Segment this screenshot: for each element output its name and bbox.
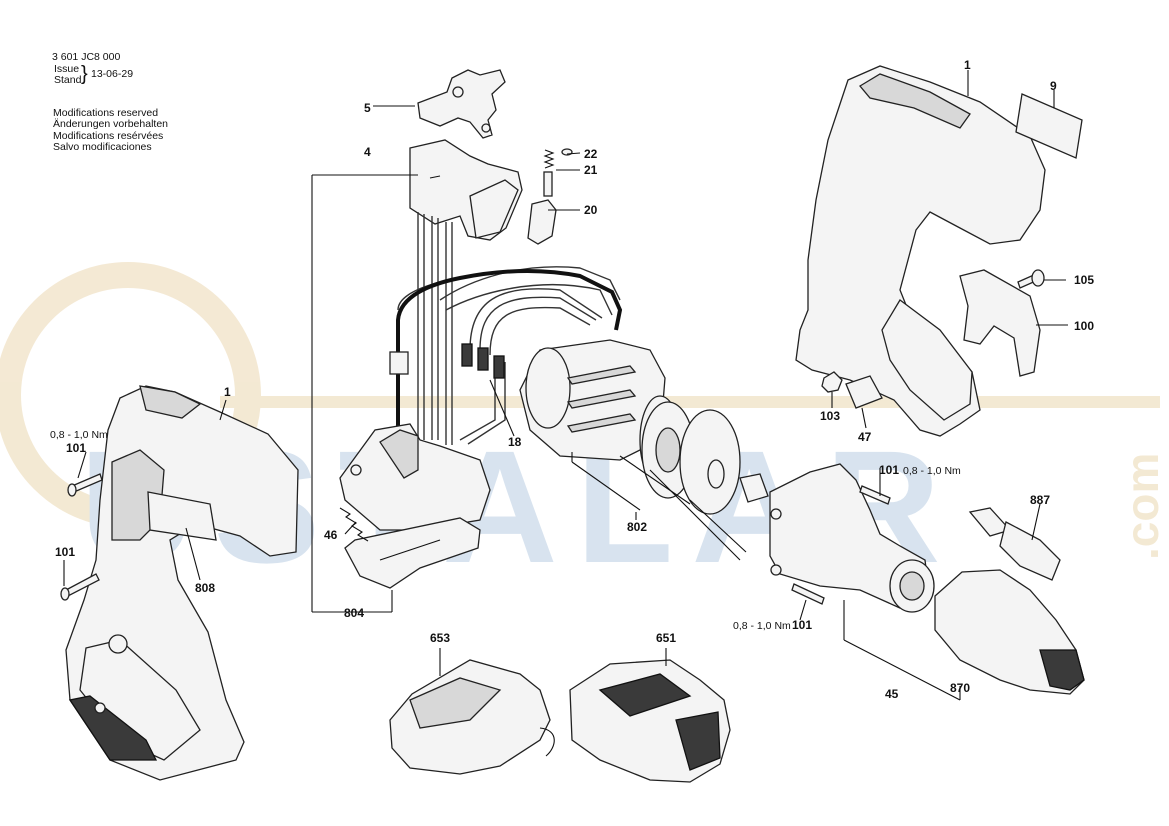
leader-lines xyxy=(63,70,1068,701)
callout-802: 802 xyxy=(627,520,647,534)
callout-4: 4 xyxy=(364,145,371,159)
callout-653: 653 xyxy=(430,631,450,645)
screw-101-d xyxy=(791,583,825,605)
belt-clip-100-part xyxy=(959,269,1041,377)
spring-21-part xyxy=(543,149,555,197)
nameplate-808 xyxy=(147,491,217,541)
callout-47: 47 xyxy=(858,430,872,444)
issue-date: 13-06-29 xyxy=(91,68,134,80)
callout-101-a: 101 xyxy=(66,441,86,455)
callout-9: 9 xyxy=(1050,79,1057,93)
wire-connectors xyxy=(461,343,505,379)
switch-slider-20-part xyxy=(527,199,557,245)
issue-label: Issue xyxy=(54,63,80,75)
switch-wires xyxy=(397,212,621,445)
black-cable xyxy=(396,268,623,440)
screw-101-a xyxy=(67,473,103,497)
screw-101-c xyxy=(859,485,891,505)
label-9-part xyxy=(1015,93,1083,159)
housing-right-part xyxy=(795,65,1046,437)
switch-assembly-part xyxy=(409,139,523,241)
callout-804: 804 xyxy=(344,606,364,620)
callout-100: 100 xyxy=(1074,319,1094,333)
callout-887: 887 xyxy=(1030,493,1050,507)
modifications-line-4: Salvo modificaciones xyxy=(53,141,152,153)
torque-101-d: 0,8 - 1,0 Nm xyxy=(733,620,791,632)
disc-part xyxy=(679,409,741,515)
modifications-line-2: Änderungen vorbehalten xyxy=(53,118,169,130)
callout-18: 18 xyxy=(508,435,522,449)
torque-101-a: 0,8 - 1,0 Nm xyxy=(50,429,108,441)
torque-101-c: 0,8 - 1,0 Nm xyxy=(903,465,961,477)
screw-101-b xyxy=(60,573,100,601)
cable-clip xyxy=(389,351,409,375)
callout-labels: 5 4 22 21 20 18 46 804 802 1 808 0,8 - 1… xyxy=(50,58,1094,701)
charger-part xyxy=(389,659,555,775)
modifications-line-1: Modifications reserved xyxy=(53,107,159,119)
watermark-domain: .com xyxy=(1116,453,1168,560)
callout-1-right: 1 xyxy=(964,58,971,72)
modifications-line-3: Modifications resérvées xyxy=(53,130,164,142)
screw-105-part xyxy=(1017,269,1045,289)
callout-5: 5 xyxy=(364,101,371,115)
callout-21: 21 xyxy=(584,163,598,177)
nut-103-part xyxy=(821,371,843,393)
callout-105: 105 xyxy=(1074,273,1094,287)
pinion-part xyxy=(739,473,769,503)
callout-22: 22 xyxy=(584,147,598,161)
electronics-board-part xyxy=(339,423,491,589)
callout-101-b: 101 xyxy=(55,545,75,559)
callout-46: 46 xyxy=(324,528,338,542)
issue-brace: } xyxy=(81,63,88,85)
callout-103: 103 xyxy=(820,409,840,423)
battery-part xyxy=(569,659,731,783)
callout-20: 20 xyxy=(584,203,598,217)
callout-870: 870 xyxy=(950,681,970,695)
gear-housing-part xyxy=(769,463,935,613)
nose-cap-part xyxy=(934,569,1085,695)
bit-holder-part xyxy=(968,507,1061,581)
callout-101-d: 101 xyxy=(792,618,812,632)
callout-1-left: 1 xyxy=(224,385,231,399)
callout-651: 651 xyxy=(656,631,676,645)
callout-45: 45 xyxy=(885,687,899,701)
pad-47-part xyxy=(845,375,883,409)
callout-808: 808 xyxy=(195,581,215,595)
switch-bracket-part xyxy=(417,69,506,139)
callout-101-c: 101 xyxy=(879,463,899,477)
stand-label: Stand xyxy=(54,74,82,86)
part-number: 3 601 JC8 000 xyxy=(52,51,121,63)
housing-left-part xyxy=(65,385,299,781)
